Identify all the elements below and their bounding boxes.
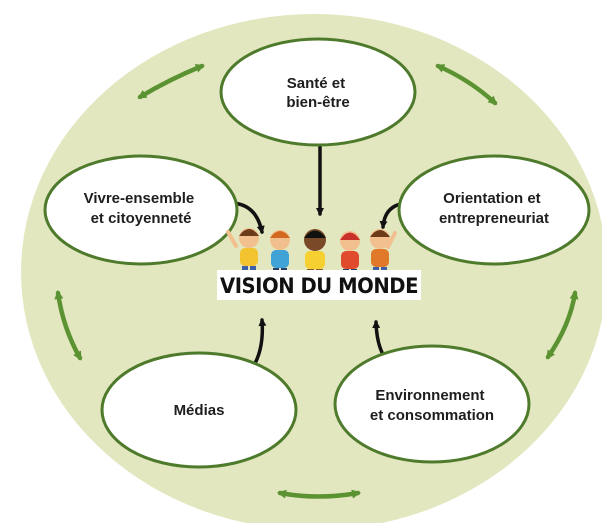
- node-orientation-label: Orientation et entrepreneuriat: [439, 190, 549, 227]
- node-vivre: [43, 154, 239, 266]
- green-arrow-left: [54, 290, 83, 361]
- green-arrow-right: [545, 290, 579, 360]
- node-sante-label: Santé et bien-être: [286, 75, 349, 111]
- node-medias-line-1: Médias: [174, 402, 225, 419]
- node-orientation: [397, 154, 591, 266]
- node-sante-line-1: Santé et: [287, 75, 345, 92]
- green-arrow-top-left: [137, 63, 205, 100]
- node-orientation-line-2: entrepreneuriat: [439, 210, 549, 227]
- green-arrow-top-right: [435, 63, 498, 106]
- outer-arrows: [54, 63, 579, 499]
- node-medias-label: Médias: [174, 402, 225, 419]
- node-vivre-line-1: Vivre-ensemble: [84, 190, 195, 207]
- green-arrow-bottom: [277, 489, 361, 499]
- node-sante: [219, 37, 417, 147]
- node-sante-line-2: bien-être: [286, 94, 349, 111]
- node-environnement-line-1: Environnement: [375, 387, 484, 404]
- node-medias: [100, 351, 298, 469]
- node-orientation-line-1: Orientation et: [443, 190, 541, 207]
- node-environnement-label: Environnement et consommation: [370, 387, 494, 424]
- center-label: VISION DU MONDE: [220, 274, 418, 298]
- center-label-backdrop: [217, 270, 421, 300]
- node-vivre-label: Vivre-ensemble et citoyenneté: [84, 190, 199, 227]
- node-vivre-line-2: et citoyenneté: [91, 210, 192, 227]
- node-environnement: [333, 344, 531, 464]
- children-illustration: [226, 228, 397, 277]
- node-environnement-line-2: et consommation: [370, 407, 494, 424]
